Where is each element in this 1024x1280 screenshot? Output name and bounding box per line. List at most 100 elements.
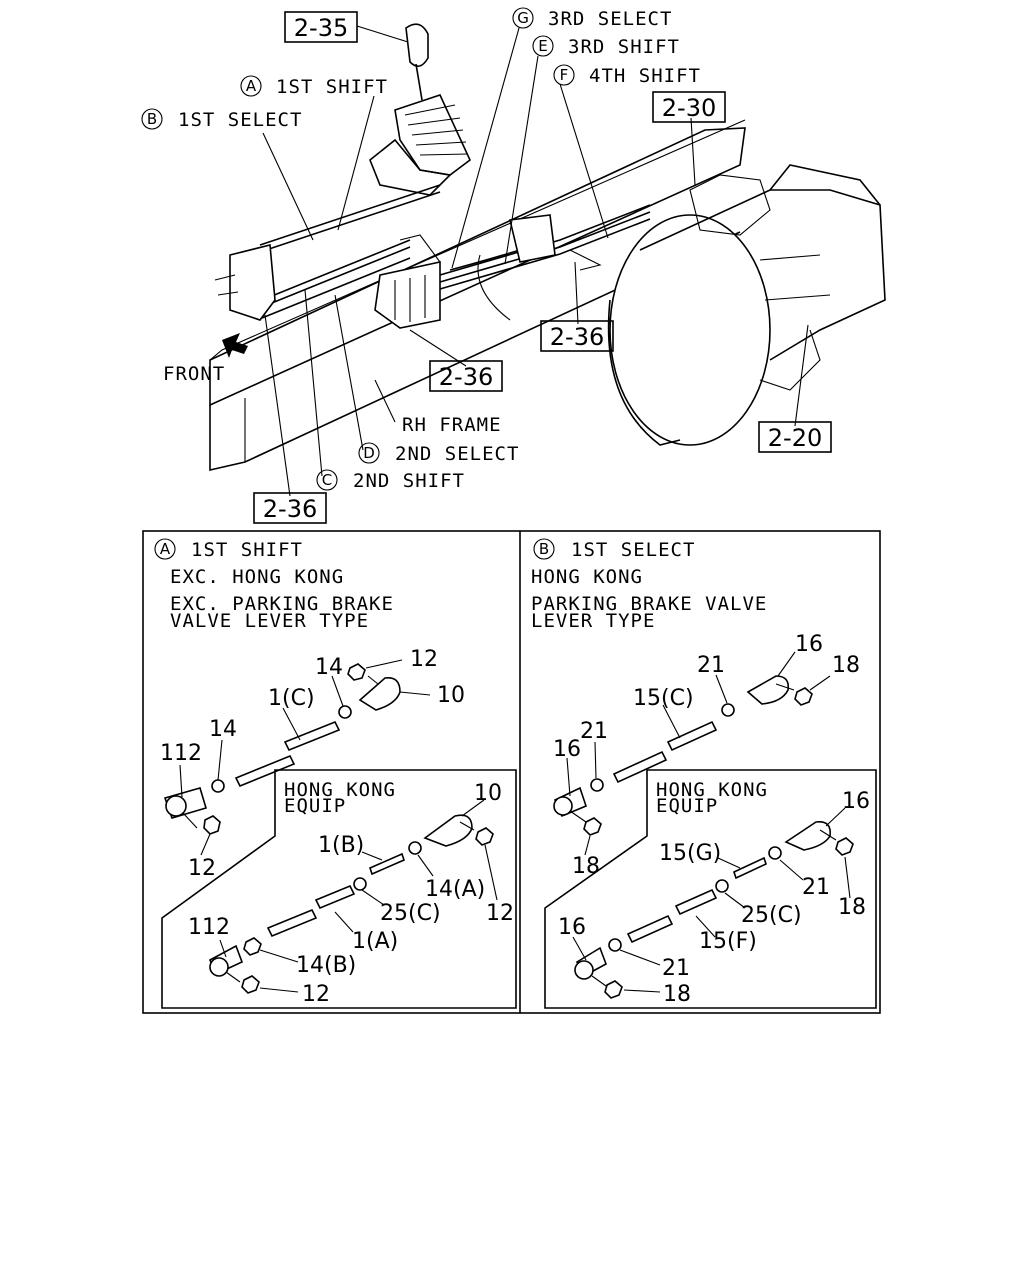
nut-21-upper bbox=[721, 703, 735, 717]
callout-b: B 1ST SELECT bbox=[141, 108, 302, 131]
ball-joint-16-upper bbox=[746, 675, 790, 705]
nut-14-right bbox=[338, 705, 352, 719]
rod-15c-right bbox=[666, 720, 718, 752]
rod-1c-right bbox=[283, 720, 341, 752]
nut-18-lower bbox=[583, 817, 602, 836]
svg-text:B: B bbox=[147, 110, 157, 128]
nut-18-sub-upper bbox=[835, 837, 854, 856]
ref-box-2-20[interactable]: 2-20 bbox=[758, 421, 832, 453]
rod-15f-right bbox=[674, 888, 718, 916]
part-1b: 1(B) bbox=[318, 833, 364, 858]
svg-text:2ND SELECT: 2ND SELECT bbox=[395, 443, 519, 465]
part-18: 18 bbox=[663, 982, 691, 1007]
ref-box-2-35[interactable]: 2-35 bbox=[284, 11, 358, 43]
svg-text:1ST SHIFT: 1ST SHIFT bbox=[276, 76, 388, 98]
front-bracket bbox=[229, 243, 276, 321]
overview-illustration bbox=[209, 23, 886, 472]
panel-a-letter: A bbox=[160, 540, 171, 558]
part-16: 16 bbox=[553, 737, 581, 762]
svg-text:1ST SELECT: 1ST SELECT bbox=[178, 109, 302, 131]
panel-b-sub-line2: EQUIP bbox=[656, 795, 718, 817]
part-21: 21 bbox=[802, 875, 830, 900]
svg-text:G: G bbox=[517, 9, 529, 27]
part-18: 18 bbox=[838, 895, 866, 920]
part-1c: 1(C) bbox=[268, 686, 315, 711]
part-10: 10 bbox=[437, 683, 465, 708]
rod-15c-left bbox=[612, 750, 668, 784]
nut-12-sub-lower bbox=[241, 975, 260, 994]
svg-text:4TH SHIFT: 4TH SHIFT bbox=[589, 65, 701, 87]
nut-18-sub-lower bbox=[604, 980, 623, 999]
ref-box-2-30[interactable]: 2-30 bbox=[652, 91, 726, 123]
part-25c: 25(C) bbox=[741, 903, 802, 928]
svg-text:2-35: 2-35 bbox=[294, 14, 348, 42]
svg-text:D: D bbox=[363, 444, 375, 462]
rod-1a-right bbox=[314, 884, 356, 910]
part-15f: 15(F) bbox=[699, 929, 757, 954]
panel-b-note1: HONG KONG bbox=[531, 566, 643, 588]
panel-a-note2b: VALVE LEVER TYPE bbox=[170, 610, 369, 632]
svg-text:E: E bbox=[538, 37, 547, 55]
ref-box-2-36-rear[interactable]: 2-36 bbox=[540, 320, 614, 352]
part-16: 16 bbox=[842, 789, 870, 814]
panel-b-subframe bbox=[544, 769, 877, 1009]
nut-12-lower bbox=[203, 815, 221, 835]
rh-frame-label: RH FRAME bbox=[402, 414, 502, 436]
panel-b: B 1ST SELECT HONG KONG PARKING BRAKE VAL… bbox=[531, 538, 877, 1009]
panel-a-title: 1ST SHIFT bbox=[191, 539, 303, 561]
nut-21-lower bbox=[590, 778, 604, 792]
clutch-housing bbox=[609, 214, 771, 446]
part-14: 14 bbox=[209, 717, 237, 742]
part-21: 21 bbox=[697, 653, 725, 678]
rod-15f-left bbox=[626, 914, 674, 944]
callout-c: C 2ND SHIFT bbox=[316, 469, 464, 492]
ref-box-2-36-mid[interactable]: 2-36 bbox=[429, 360, 503, 392]
panel-a-subframe bbox=[161, 769, 517, 1009]
part-1a: 1(A) bbox=[352, 929, 398, 954]
shift-knob bbox=[405, 23, 429, 67]
panel-a-sub-line1: HONG KONG bbox=[284, 779, 396, 801]
detail-frame bbox=[142, 530, 881, 1014]
ball-joint-10-sub bbox=[423, 814, 473, 847]
nut-14-left bbox=[211, 779, 225, 793]
panel-a-sub-line2: EQUIP bbox=[284, 795, 346, 817]
part-14: 14 bbox=[315, 655, 343, 680]
front-label: FRONT bbox=[163, 363, 225, 385]
part-12: 12 bbox=[302, 982, 330, 1007]
panel-b-title: 1ST SELECT bbox=[571, 539, 695, 561]
svg-text:2-20: 2-20 bbox=[768, 424, 822, 452]
part-112: 112 bbox=[188, 915, 230, 940]
panel-a-note1: EXC. HONG KONG bbox=[170, 566, 344, 588]
nut-12-sub bbox=[475, 827, 494, 846]
part-16: 16 bbox=[558, 915, 586, 940]
nut-18-upper bbox=[794, 687, 813, 706]
nut-14a bbox=[408, 841, 422, 855]
svg-text:2-36: 2-36 bbox=[550, 323, 604, 351]
rear-bracket bbox=[509, 214, 556, 263]
svg-text:2-36: 2-36 bbox=[263, 495, 317, 523]
callout-a: A 1ST SHIFT bbox=[240, 75, 388, 98]
svg-text:F: F bbox=[560, 66, 569, 84]
callout-f: F 4TH SHIFT bbox=[553, 64, 701, 87]
part-15c: 15(C) bbox=[633, 686, 694, 711]
svg-text:3RD SELECT: 3RD SELECT bbox=[548, 8, 672, 30]
nut-21-sub-upper bbox=[768, 846, 782, 860]
nut-25c bbox=[353, 877, 367, 891]
callout-g: G 3RD SELECT bbox=[512, 7, 672, 30]
svg-text:A: A bbox=[246, 77, 257, 95]
part-18: 18 bbox=[572, 854, 600, 879]
part-10: 10 bbox=[474, 781, 502, 806]
part-18: 18 bbox=[832, 653, 860, 678]
part-21: 21 bbox=[662, 956, 690, 981]
svg-text:2-30: 2-30 bbox=[662, 94, 716, 122]
panel-b-letter: B bbox=[539, 540, 549, 558]
part-12: 12 bbox=[486, 901, 514, 926]
part-112: 112 bbox=[160, 741, 202, 766]
part-14b: 14(B) bbox=[296, 953, 356, 978]
rod-1b bbox=[369, 852, 405, 876]
part-12: 12 bbox=[410, 647, 438, 672]
ref-box-2-36-front[interactable]: 2-36 bbox=[253, 492, 327, 524]
panel-b-note2b: LEVER TYPE bbox=[531, 610, 655, 632]
rod-1c-left bbox=[234, 754, 296, 788]
